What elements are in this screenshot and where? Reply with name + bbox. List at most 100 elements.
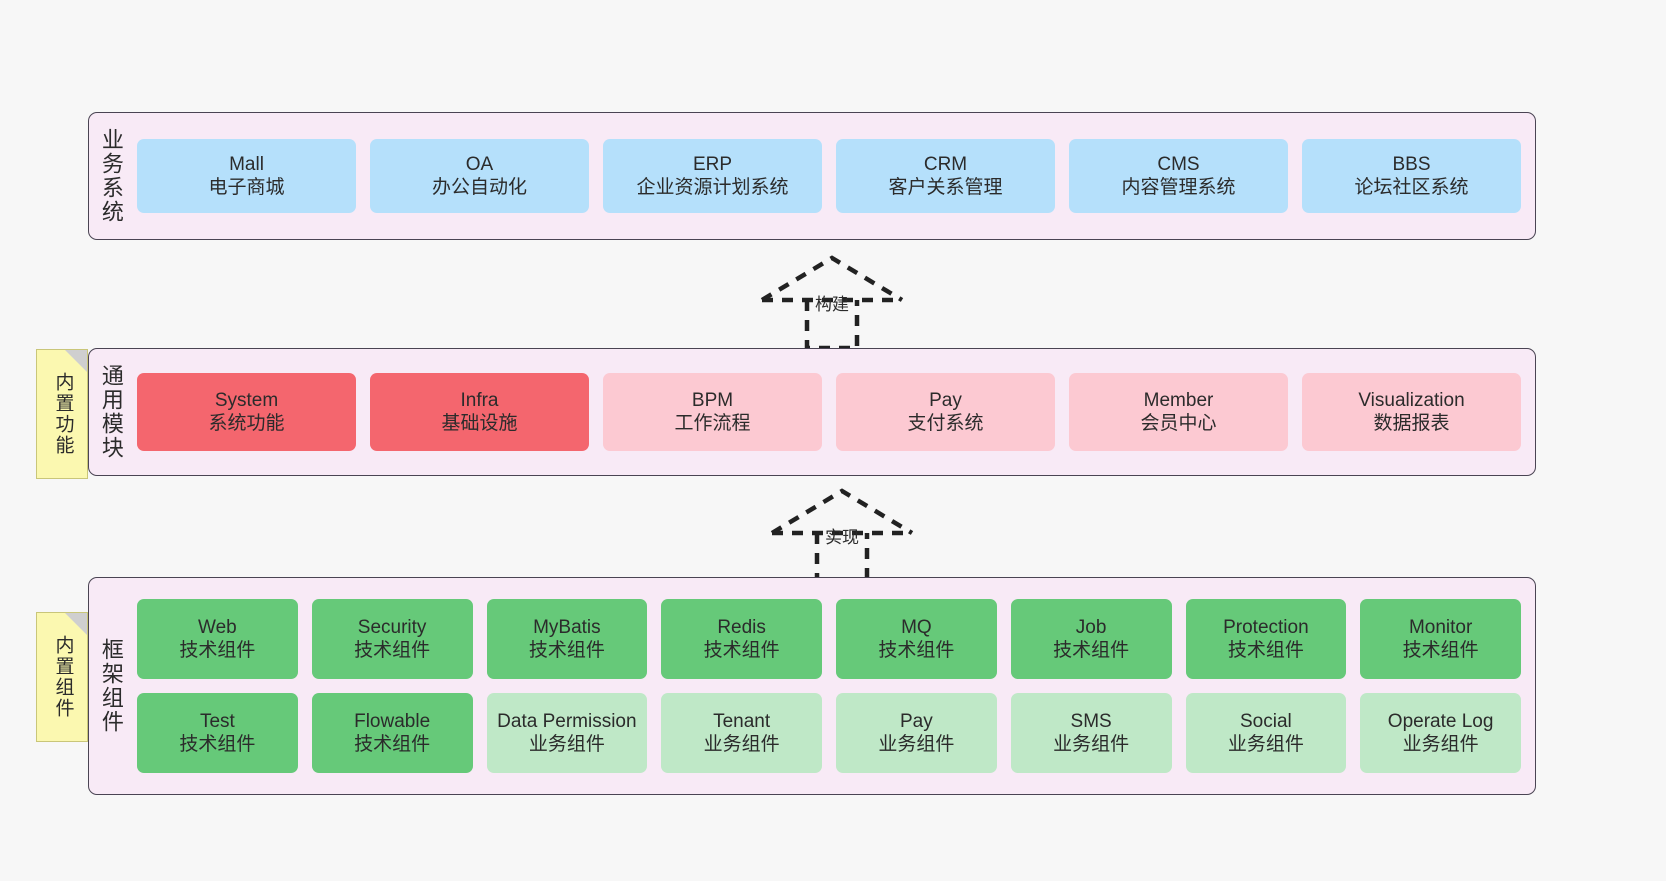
- node-pay-business[interactable]: Pay 业务组件: [836, 693, 997, 773]
- node-subtitle: 技术组件: [878, 640, 955, 661]
- node-subtitle: 技术组件: [1402, 640, 1479, 661]
- node-title: Pay: [900, 710, 933, 732]
- node-subtitle: 会员中心: [1140, 413, 1217, 434]
- node-title: Web: [198, 616, 237, 638]
- node-tenant[interactable]: Tenant 业务组件: [661, 693, 822, 773]
- layer-row: Web 技术组件 Security 技术组件 MyBatis 技术组件 Redi…: [137, 599, 1521, 679]
- node-social[interactable]: Social 业务组件: [1185, 693, 1347, 773]
- node-title: Security: [357, 616, 427, 638]
- node-title: Member: [1143, 389, 1214, 411]
- node-subtitle: 工作流程: [674, 413, 751, 434]
- node-protection[interactable]: Protection 技术组件: [1185, 599, 1347, 679]
- node-title: Protection: [1223, 616, 1309, 638]
- layer-body-business: Mall 电子商城 OA 办公自动化 ERP 企业资源计划系统 CRM 客户关系…: [133, 113, 1535, 239]
- node-subtitle: 技术组件: [1053, 640, 1130, 661]
- node-member[interactable]: Member 会员中心: [1069, 373, 1288, 451]
- node-title: MQ: [901, 616, 932, 638]
- arrowhead-triangle-sides: [770, 488, 914, 535]
- node-title: Mall: [229, 153, 264, 175]
- node-title: Social: [1240, 710, 1292, 732]
- node-crm[interactable]: CRM 客户关系管理: [836, 139, 1055, 213]
- connector-implement: 实现: [762, 485, 922, 585]
- node-subtitle: 技术组件: [179, 640, 256, 661]
- layer-business-systems[interactable]: 业务系统 Mall 电子商城 OA 办公自动化 ERP 企业资源计划系统 CRM…: [88, 112, 1536, 240]
- node-erp[interactable]: ERP 企业资源计划系统: [603, 139, 822, 213]
- arrowhead-triangle-sides: [760, 255, 904, 302]
- node-pay[interactable]: Pay 支付系统: [836, 373, 1055, 451]
- node-mybatis[interactable]: MyBatis 技术组件: [486, 599, 648, 679]
- node-cms[interactable]: CMS 内容管理系统: [1069, 139, 1288, 213]
- node-test[interactable]: Test 技术组件: [137, 693, 298, 773]
- node-title: Tenant: [713, 710, 771, 732]
- node-flowable[interactable]: Flowable 技术组件: [311, 693, 473, 773]
- node-title: Monitor: [1408, 616, 1473, 638]
- connector-build-label: 构建: [815, 295, 849, 314]
- node-subtitle: 支付系统: [907, 413, 984, 434]
- node-oa[interactable]: OA 办公自动化: [370, 139, 589, 213]
- node-subtitle: 业务组件: [1227, 734, 1304, 755]
- node-data-permission[interactable]: Data Permission 业务组件: [486, 693, 648, 773]
- node-bbs[interactable]: BBS 论坛社区系统: [1302, 139, 1521, 213]
- layer-framework-components[interactable]: 框架组件 Web 技术组件 Security 技术组件 MyBatis 技术组件…: [88, 577, 1536, 795]
- node-title: CMS: [1157, 153, 1200, 175]
- node-subtitle: 论坛社区系统: [1354, 177, 1469, 198]
- node-title: Job: [1075, 616, 1107, 638]
- node-subtitle: 技术组件: [179, 734, 256, 755]
- sticky-note-builtin-components: 内置组件: [36, 612, 88, 742]
- node-subtitle: 系统功能: [208, 413, 285, 434]
- node-title: BBS: [1392, 153, 1431, 175]
- node-infra[interactable]: Infra 基础设施: [370, 373, 589, 451]
- node-redis[interactable]: Redis 技术组件: [661, 599, 822, 679]
- node-subtitle: 技术组件: [354, 640, 431, 661]
- node-subtitle: 技术组件: [1227, 640, 1304, 661]
- node-monitor[interactable]: Monitor 技术组件: [1360, 599, 1521, 679]
- node-title: Visualization: [1358, 389, 1465, 411]
- layer-title-common: 通用模块: [98, 364, 124, 460]
- node-title: Infra: [460, 389, 499, 411]
- node-security[interactable]: Security 技术组件: [311, 599, 473, 679]
- node-subtitle: 办公自动化: [431, 177, 527, 198]
- layer-row: System 系统功能 Infra 基础设施 BPM 工作流程 Pay 支付系统…: [137, 373, 1521, 451]
- node-title: SMS: [1070, 710, 1112, 732]
- node-subtitle: 数据报表: [1373, 413, 1450, 434]
- layer-title-business: 业务系统: [98, 128, 124, 224]
- layer-row: Test 技术组件 Flowable 技术组件 Data Permission …: [137, 693, 1521, 773]
- layer-common-modules[interactable]: 通用模块 System 系统功能 Infra 基础设施 BPM 工作流程 Pay…: [88, 348, 1536, 476]
- node-subtitle: 内容管理系统: [1121, 177, 1236, 198]
- node-title: Flowable: [354, 710, 431, 732]
- node-visualization[interactable]: Visualization 数据报表: [1302, 373, 1521, 451]
- node-subtitle: 企业资源计划系统: [636, 177, 789, 198]
- node-subtitle: 业务组件: [1053, 734, 1130, 755]
- node-title: OA: [465, 153, 494, 175]
- node-job[interactable]: Job 技术组件: [1010, 599, 1172, 679]
- layer-row: Mall 电子商城 OA 办公自动化 ERP 企业资源计划系统 CRM 客户关系…: [137, 139, 1521, 213]
- node-title: Operate Log: [1387, 710, 1494, 732]
- node-bpm[interactable]: BPM 工作流程: [603, 373, 822, 451]
- node-title: System: [214, 389, 279, 411]
- node-subtitle: 技术组件: [528, 640, 605, 661]
- node-mq[interactable]: MQ 技术组件: [836, 599, 997, 679]
- node-subtitle: 基础设施: [441, 413, 518, 434]
- node-subtitle: 技术组件: [354, 734, 431, 755]
- node-title: Test: [199, 710, 235, 732]
- node-subtitle: 业务组件: [528, 734, 605, 755]
- node-subtitle: 业务组件: [703, 734, 780, 755]
- node-subtitle: 业务组件: [878, 734, 955, 755]
- connector-build: 构建: [752, 252, 912, 352]
- node-mall[interactable]: Mall 电子商城: [137, 139, 356, 213]
- node-subtitle: 技术组件: [703, 640, 780, 661]
- node-title: MyBatis: [533, 616, 601, 638]
- node-subtitle: 电子商城: [208, 177, 285, 198]
- node-sms[interactable]: SMS 业务组件: [1010, 693, 1172, 773]
- node-title: Pay: [929, 389, 962, 411]
- layer-body-common: System 系统功能 Infra 基础设施 BPM 工作流程 Pay 支付系统…: [133, 349, 1535, 475]
- layer-body-framework: Web 技术组件 Security 技术组件 MyBatis 技术组件 Redi…: [133, 578, 1535, 794]
- node-title: Data Permission: [497, 710, 637, 732]
- node-system[interactable]: System 系统功能: [137, 373, 356, 451]
- node-title: ERP: [692, 153, 733, 175]
- node-web[interactable]: Web 技术组件: [137, 599, 298, 679]
- node-title: Redis: [717, 616, 766, 638]
- connector-implement-label: 实现: [825, 528, 859, 547]
- node-operate-log[interactable]: Operate Log 业务组件: [1360, 693, 1521, 773]
